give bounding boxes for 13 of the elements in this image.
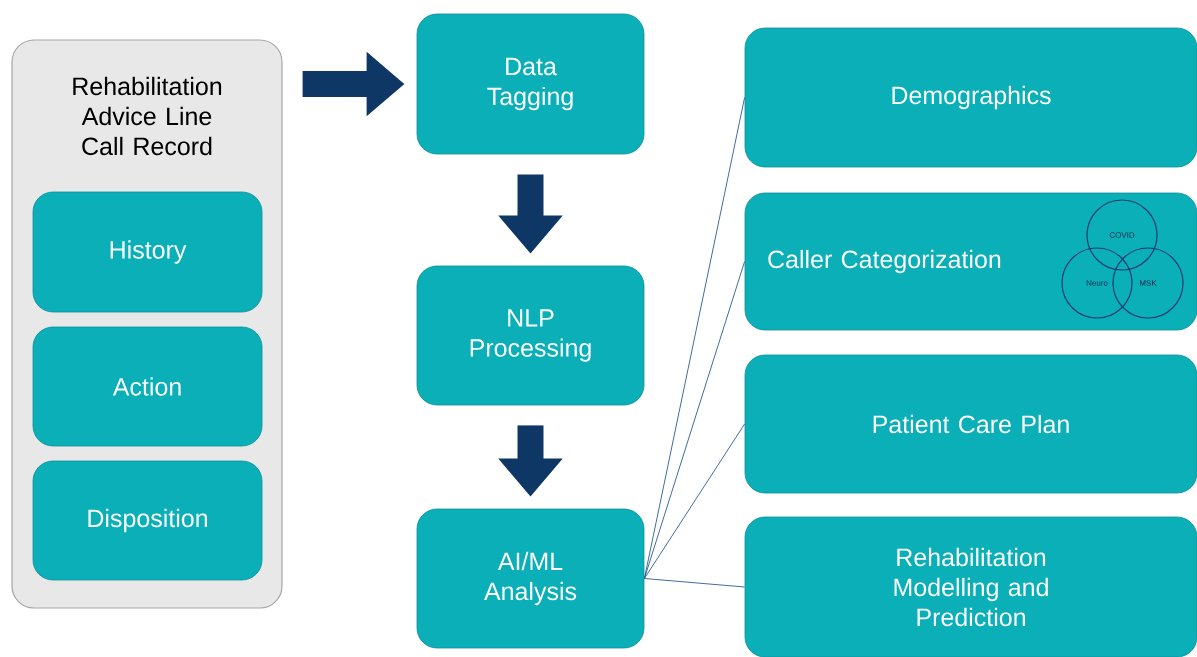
connector-line [643, 97, 746, 579]
process-box: Demographics [744, 27, 1197, 168]
process-box: Data Tagging [416, 13, 645, 155]
process-box: History [32, 191, 263, 313]
process-box: Patient Care Plan [744, 354, 1197, 494]
process-box: Action [32, 326, 263, 447]
process-box: NLP Processing [416, 265, 645, 406]
process-box: AI/ML Analysis [416, 508, 645, 649]
connector-line [643, 261, 746, 579]
connector-line [643, 423, 746, 579]
process-box: Rehabilitation Modelling and Prediction [744, 516, 1197, 657]
connector-line [643, 578, 746, 588]
process-box: Disposition [32, 460, 263, 581]
